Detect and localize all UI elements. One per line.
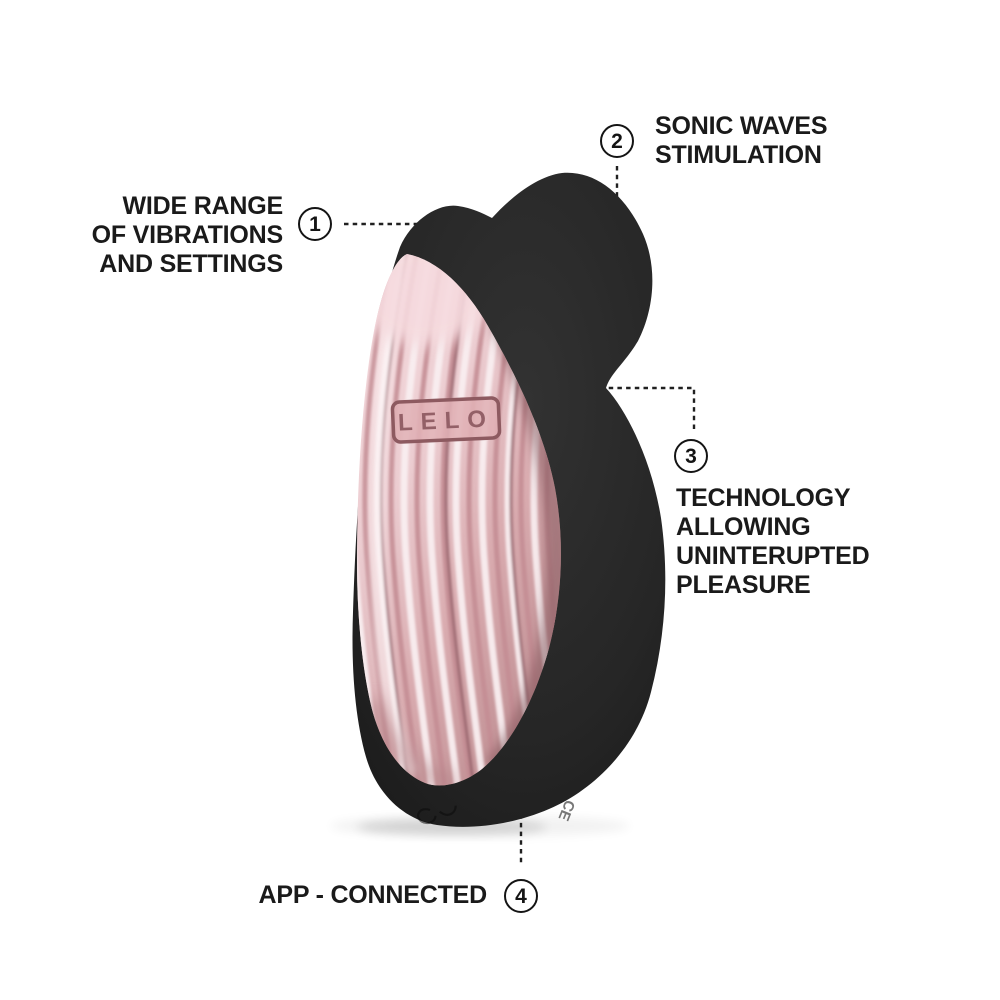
callout-3-line-3: UNINTERUPTED (676, 542, 870, 570)
callout-3-connector (600, 386, 696, 430)
callout-2-line-1: SONIC WAVES (655, 112, 828, 140)
callout-4-badge: 4 (504, 879, 538, 913)
callout-2-badge: 2 (600, 124, 634, 158)
callout-4-number: 4 (515, 884, 527, 908)
callout-1-line-2: OF VIBRATIONS (91, 221, 284, 249)
callout-1-label: WIDE RANGE OF VIBRATIONS AND SETTINGS (91, 192, 284, 279)
callout-4-label: APP - CONNECTED (258, 881, 487, 910)
callout-2-label: SONIC WAVES STIMULATION (655, 112, 828, 170)
lelo-logo-plate: LELO (390, 396, 502, 444)
callout-3-line-4: PLEASURE (676, 571, 811, 599)
brand-text: LELO (398, 405, 495, 436)
callout-1-badge: 1 (298, 207, 332, 241)
callout-1-line-1: WIDE RANGE (122, 192, 283, 220)
callout-3-line-1: TECHNOLOGY (676, 484, 851, 512)
callout-3-badge: 3 (674, 439, 708, 473)
callout-3-label: TECHNOLOGY ALLOWING UNINTERUPTED PLEASUR… (676, 484, 870, 600)
callout-2-line-2: STIMULATION (655, 141, 822, 169)
callout-3-line-2: ALLOWING (676, 513, 811, 541)
callout-2-number: 2 (611, 129, 623, 153)
regulatory-engravings: CE (417, 798, 578, 825)
callout-1-line-3: AND SETTINGS (99, 250, 283, 278)
ce-mark-text: CE (554, 798, 578, 824)
callout-3-number: 3 (685, 444, 697, 468)
callout-4-line-1: APP - CONNECTED (258, 881, 487, 909)
callout-1-number: 1 (309, 212, 321, 236)
